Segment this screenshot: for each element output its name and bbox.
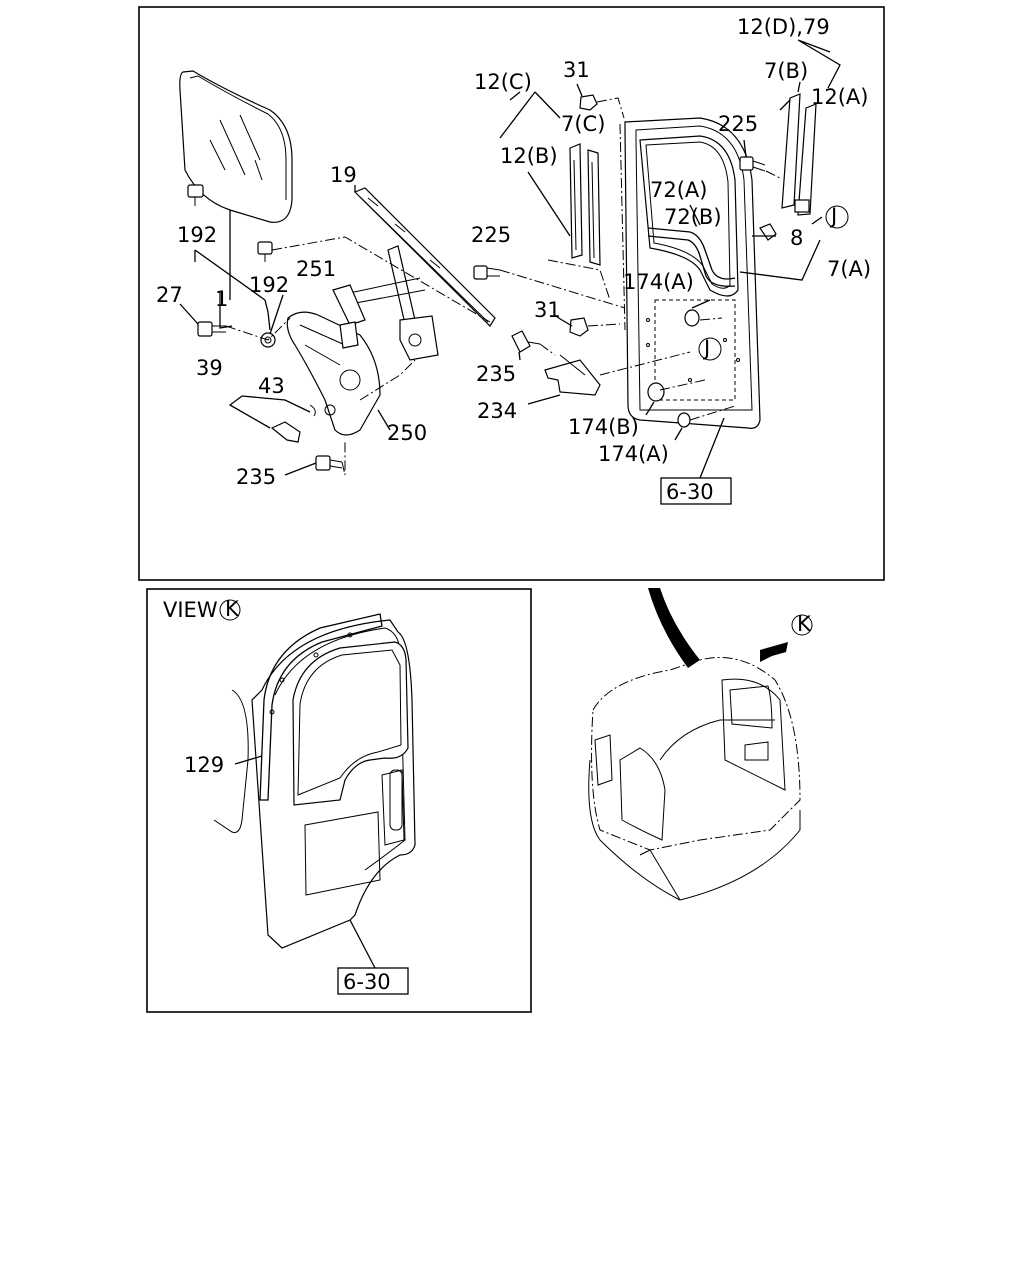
label-234: 234: [477, 399, 517, 423]
label-72a: 72(A): [650, 178, 707, 202]
bolt-225-mid-part: [473, 265, 501, 280]
view-title: VIEW: [163, 598, 218, 622]
ref-label-view: 6-30: [343, 970, 391, 994]
door-glass-part: [179, 70, 293, 223]
view-k-door-drawing: [213, 613, 416, 949]
circle-j-mid: [698, 337, 722, 361]
leader-lines-left: [179, 185, 491, 476]
bracket-234-part: [544, 354, 601, 396]
view-letter: K: [225, 597, 240, 621]
label-39: 39: [196, 356, 223, 380]
label-8: 8: [790, 226, 803, 250]
label-250: 250: [387, 421, 427, 445]
clip-192-part: [187, 184, 273, 262]
label-31-top: 31: [563, 58, 590, 82]
door-inner-panel-part: [624, 117, 761, 429]
label-43: 43: [258, 374, 285, 398]
bolt-235-mid-part: [511, 330, 541, 353]
label-72b: 72(B): [664, 205, 722, 229]
glass-run-channel-part: [569, 143, 601, 266]
main-diagram-frame: [138, 6, 885, 581]
label-225-mid: 225: [471, 223, 511, 247]
label-31-mid: 31: [534, 298, 561, 322]
label-192-bottom: 192: [249, 273, 289, 297]
handle-39-part: [270, 404, 316, 443]
view-k-frame: [146, 588, 532, 1013]
bolt-27-part: [197, 321, 226, 337]
label-174a-bottom: 174(A): [598, 442, 669, 466]
bolt-225-right-part: [739, 156, 766, 172]
part-labels: 12(D),79 7(B) 12(A) 225 J 8 7(A) 12(C) 3…: [156, 15, 871, 994]
view-k-circle: [219, 599, 241, 621]
label-12a: 12(A): [811, 85, 868, 109]
leader-lines-right: [499, 39, 841, 479]
label-235-mid: 235: [476, 362, 516, 386]
label-12d-79: 12(D),79: [737, 15, 830, 39]
label-27: 27: [156, 283, 183, 307]
label-251: 251: [296, 257, 336, 281]
regulator-rail-part: [332, 187, 496, 361]
vehicle-cab-drawing: [588, 588, 813, 901]
regulator-bracket-part: [286, 311, 381, 436]
label-7b: 7(B): [764, 59, 808, 83]
label-19: 19: [330, 163, 357, 187]
ref-label-main: 6-30: [666, 480, 714, 504]
clip-8-part: [759, 223, 777, 241]
label-174b: 174(B): [568, 415, 639, 439]
label-7c: 7(C): [561, 112, 605, 136]
clip-31-top-part: [579, 94, 598, 111]
label-129: 129: [184, 753, 224, 777]
ref-box-main: [660, 477, 732, 505]
plug-174-part: [647, 309, 700, 428]
label-j-mid: J: [702, 336, 710, 360]
run-channel-right-part: [781, 93, 817, 216]
label-7a: 7(A): [827, 257, 871, 281]
circle-j-right: [825, 205, 849, 229]
arrow-k-letter: K: [797, 612, 812, 636]
label-1: 1: [215, 287, 228, 311]
label-j-right: J: [829, 204, 837, 228]
label-174a-top: 174(A): [623, 270, 694, 294]
label-225-right: 225: [718, 112, 758, 136]
leader-6-30-view: [349, 919, 376, 969]
label-12b: 12(B): [500, 144, 558, 168]
label-12c: 12(C): [474, 70, 532, 94]
label-235-bottom: 235: [236, 465, 276, 489]
leader-129: [234, 755, 263, 765]
bolt-235-bottom-part: [315, 455, 343, 471]
ref-box-view: [337, 967, 409, 995]
label-192-top: 192: [177, 223, 217, 247]
clip-31-mid-part: [569, 317, 589, 337]
